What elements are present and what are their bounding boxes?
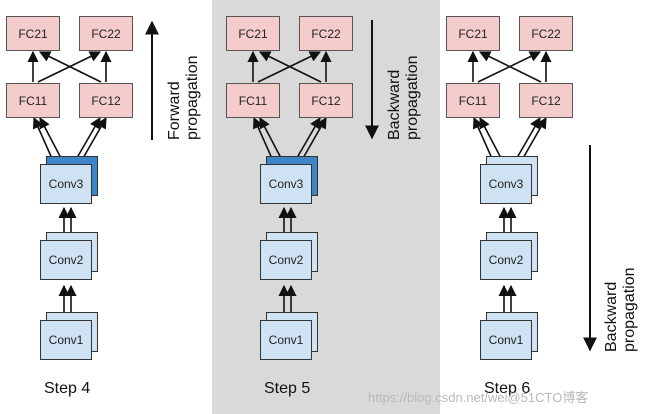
fc21-box: FC21 bbox=[6, 16, 60, 51]
conv3-box: Conv3 bbox=[260, 164, 312, 204]
conv2-label: Conv2 bbox=[268, 253, 304, 267]
step5-direction-line2: propagation bbox=[404, 55, 421, 140]
step6-direction-line2: propagation bbox=[621, 267, 638, 352]
fc12-box: FC12 bbox=[519, 83, 573, 118]
conv3-label: Conv3 bbox=[48, 177, 84, 191]
fc21-box: FC21 bbox=[446, 16, 500, 51]
fc21-label: FC21 bbox=[458, 26, 488, 41]
fc11-box: FC11 bbox=[6, 83, 60, 118]
step6-direction-label: Backward propagation bbox=[603, 267, 639, 352]
step5-direction-label: Backward propagation bbox=[386, 55, 422, 140]
step5-arrows bbox=[247, 50, 332, 315]
conv1-label: Conv1 bbox=[48, 333, 84, 347]
conv2-label: Conv2 bbox=[48, 253, 84, 267]
fc22-box: FC22 bbox=[519, 16, 573, 51]
fc11-label: FC11 bbox=[18, 93, 48, 108]
fc12-label: FC12 bbox=[311, 93, 341, 108]
step4-direction-label: Forward propagation bbox=[166, 55, 202, 140]
conv3-label: Conv3 bbox=[268, 177, 304, 191]
step6-direction-line1: Backward bbox=[603, 281, 620, 352]
fc11-box: FC11 bbox=[226, 83, 280, 118]
fc12-label: FC12 bbox=[91, 93, 121, 108]
conv2-label: Conv2 bbox=[488, 253, 524, 267]
conv3-label: Conv3 bbox=[488, 177, 524, 191]
conv3-box: Conv3 bbox=[40, 164, 92, 204]
fc22-label: FC22 bbox=[531, 26, 561, 41]
conv2-box: Conv2 bbox=[480, 240, 532, 280]
conv3-box: Conv3 bbox=[480, 164, 532, 204]
fc21-label: FC21 bbox=[18, 26, 48, 41]
fc22-label: FC22 bbox=[91, 26, 121, 41]
fc22-box: FC22 bbox=[299, 16, 353, 51]
conv2-box: Conv2 bbox=[260, 240, 312, 280]
fc21-box: FC21 bbox=[226, 16, 280, 51]
fc12-label: FC12 bbox=[531, 93, 561, 108]
watermark: https://blog.csdn.net/wei@51CTO博客 bbox=[368, 390, 589, 405]
fc12-box: FC12 bbox=[79, 83, 133, 118]
conv1-box: Conv1 bbox=[260, 320, 312, 360]
step6-label: Step 6 bbox=[484, 380, 531, 397]
fc12-box: FC12 bbox=[299, 83, 353, 118]
step6-arrows bbox=[467, 50, 552, 315]
step5-direction-line1: Backward bbox=[386, 69, 403, 140]
fc11-box: FC11 bbox=[446, 83, 500, 118]
step5-label: Step 5 bbox=[264, 380, 311, 397]
conv1-box: Conv1 bbox=[40, 320, 92, 360]
conv1-label: Conv1 bbox=[268, 333, 304, 347]
fc22-label: FC22 bbox=[311, 26, 341, 41]
conv1-label: Conv1 bbox=[488, 333, 524, 347]
fc11-label: FC11 bbox=[458, 93, 488, 108]
fc11-label: FC11 bbox=[238, 93, 268, 108]
conv1-box: Conv1 bbox=[480, 320, 532, 360]
step4-direction-line1: Forward bbox=[166, 81, 183, 140]
fc22-box: FC22 bbox=[79, 16, 133, 51]
step4-label: Step 4 bbox=[44, 380, 91, 397]
fc21-label: FC21 bbox=[238, 26, 268, 41]
conv2-box: Conv2 bbox=[40, 240, 92, 280]
step4-direction-line2: propagation bbox=[184, 55, 201, 140]
